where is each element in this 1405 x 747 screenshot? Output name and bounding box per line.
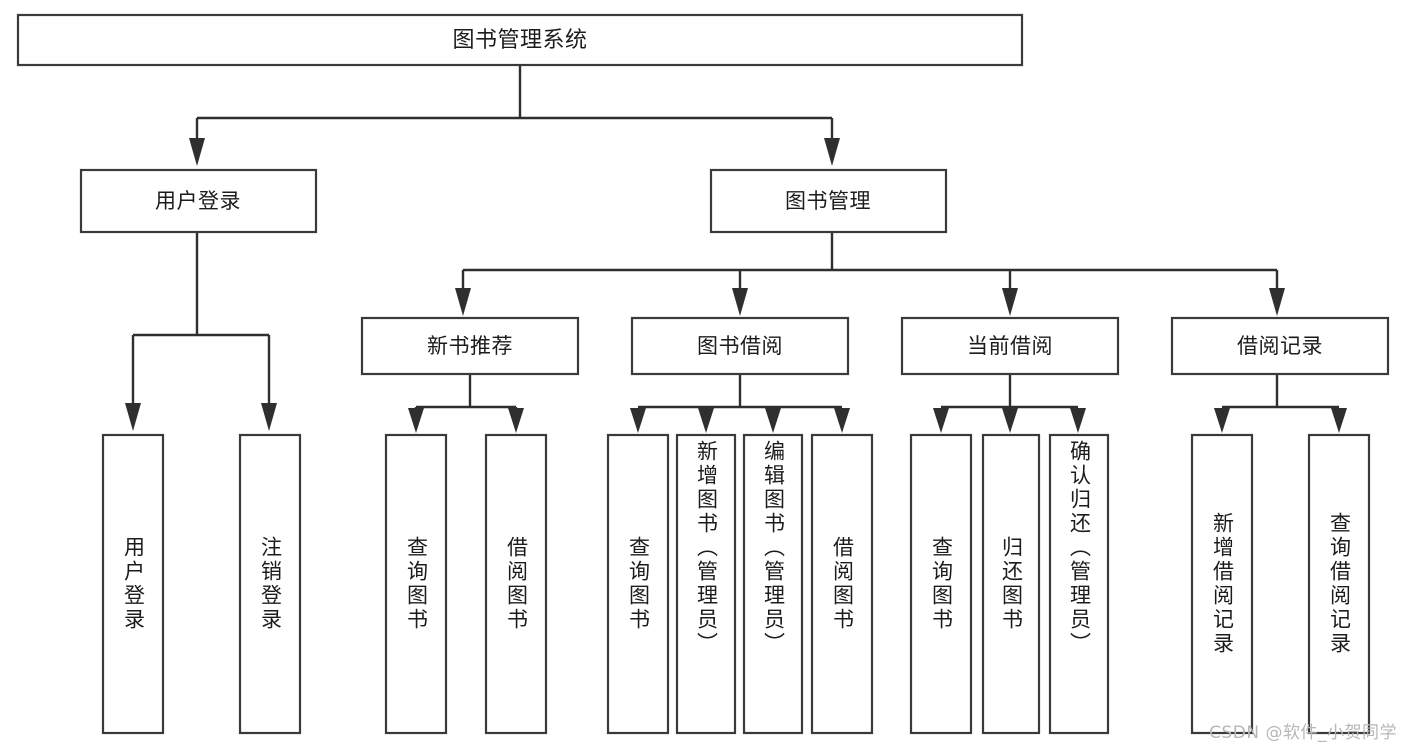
leaf-box-nb-borrow-book[interactable] — [484, 433, 548, 735]
arrow-head-nb-leaf-2 — [508, 408, 524, 433]
connector-group-book-manage-to-level3 — [455, 232, 1285, 316]
arrow-head-nb-leaf-1 — [408, 408, 424, 433]
node-current-borrow[interactable]: 当前借阅 — [900, 316, 1120, 376]
leaf-box-br-add-record[interactable] — [1190, 433, 1254, 735]
node-book-borrow-label: 图书借阅 — [697, 334, 783, 358]
arrow-head-cb-leaf-1 — [933, 408, 949, 433]
arrow-head-cb-leaf-2 — [1002, 408, 1018, 433]
node-root-system-label: 图书管理系统 — [452, 28, 587, 53]
node-user-login-label: 用户登录 — [155, 189, 241, 213]
arrow-head-bb-leaf-3 — [765, 408, 781, 433]
connector-group-book-borrow-to-leaves — [630, 374, 850, 433]
node-borrow-record-box[interactable] — [1170, 316, 1390, 376]
leaf-boxes-new-book-recommend — [384, 433, 548, 735]
leaf-box-bb-query-book[interactable] — [606, 433, 670, 735]
node-root-system-box[interactable] — [16, 13, 1024, 67]
leaf-box-cb-confirm-return-admin[interactable] — [1048, 433, 1110, 735]
arrow-head-bb-leaf-4 — [834, 408, 850, 433]
node-user-login-box[interactable] — [79, 168, 318, 234]
arrow-head-leaf-logout — [261, 403, 277, 431]
arrow-head-book-manage — [824, 138, 840, 166]
connector-group-root-to-level2 — [189, 65, 840, 166]
node-book-borrow[interactable]: 图书借阅 — [630, 316, 850, 376]
leaf-box-bb-edit-book-admin[interactable] — [742, 433, 804, 735]
node-user-login[interactable]: 用户登录 — [79, 168, 318, 234]
node-book-manage-label: 图书管理 — [785, 189, 871, 213]
node-borrow-record-label: 借阅记录 — [1237, 334, 1323, 358]
leaf-box-cb-query-book[interactable] — [909, 433, 973, 735]
arrow-head-book-borrow — [732, 288, 748, 316]
connector-group-current-borrow-to-leaves — [933, 374, 1086, 433]
arrow-head-new-book — [455, 288, 471, 316]
arrow-head-borrow-record — [1269, 288, 1285, 316]
node-book-manage[interactable]: 图书管理 — [709, 168, 948, 234]
arrow-head-leaf-user-login — [125, 403, 141, 431]
leaf-box-br-query-record[interactable] — [1307, 433, 1371, 735]
connector-group-new-book-to-leaves — [408, 374, 524, 433]
leaf-box-bb-borrow-book[interactable] — [810, 433, 874, 735]
node-new-book-recommend-box[interactable] — [360, 316, 580, 376]
leaf-boxes-book-borrow — [606, 433, 874, 735]
connector-group-user-login-to-leaves — [125, 232, 277, 431]
leaf-box-user-login[interactable] — [101, 433, 165, 735]
arrow-head-br-leaf-1 — [1214, 408, 1230, 433]
arrow-head-bb-leaf-2 — [698, 408, 714, 433]
arrow-head-current-borrow — [1002, 288, 1018, 316]
leaf-boxes-user-login — [101, 433, 302, 735]
leaf-box-nb-query-book[interactable] — [384, 433, 448, 735]
leaf-boxes-current-borrow — [909, 433, 1110, 735]
leaf-box-cb-return-book[interactable] — [981, 433, 1041, 735]
node-root-system[interactable]: 图书管理系统 — [16, 13, 1024, 67]
node-book-manage-box[interactable] — [709, 168, 948, 234]
arrow-head-user-login — [189, 138, 205, 166]
node-current-borrow-box[interactable] — [900, 316, 1120, 376]
node-borrow-record[interactable]: 借阅记录 — [1170, 316, 1390, 376]
arrow-head-cb-leaf-3 — [1070, 408, 1086, 433]
node-new-book-recommend-label: 新书推荐 — [427, 334, 513, 358]
arrow-head-br-leaf-2 — [1331, 408, 1347, 433]
connector-group-borrow-record-to-leaves — [1214, 374, 1347, 433]
leaf-box-logout[interactable] — [238, 433, 302, 735]
node-new-book-recommend[interactable]: 新书推荐 — [360, 316, 580, 376]
node-current-borrow-label: 当前借阅 — [967, 334, 1053, 358]
leaf-boxes-borrow-record — [1190, 433, 1371, 735]
node-book-borrow-box[interactable] — [630, 316, 850, 376]
arrow-head-bb-leaf-1 — [630, 408, 646, 433]
leaf-box-bb-add-book-admin[interactable] — [675, 433, 737, 735]
